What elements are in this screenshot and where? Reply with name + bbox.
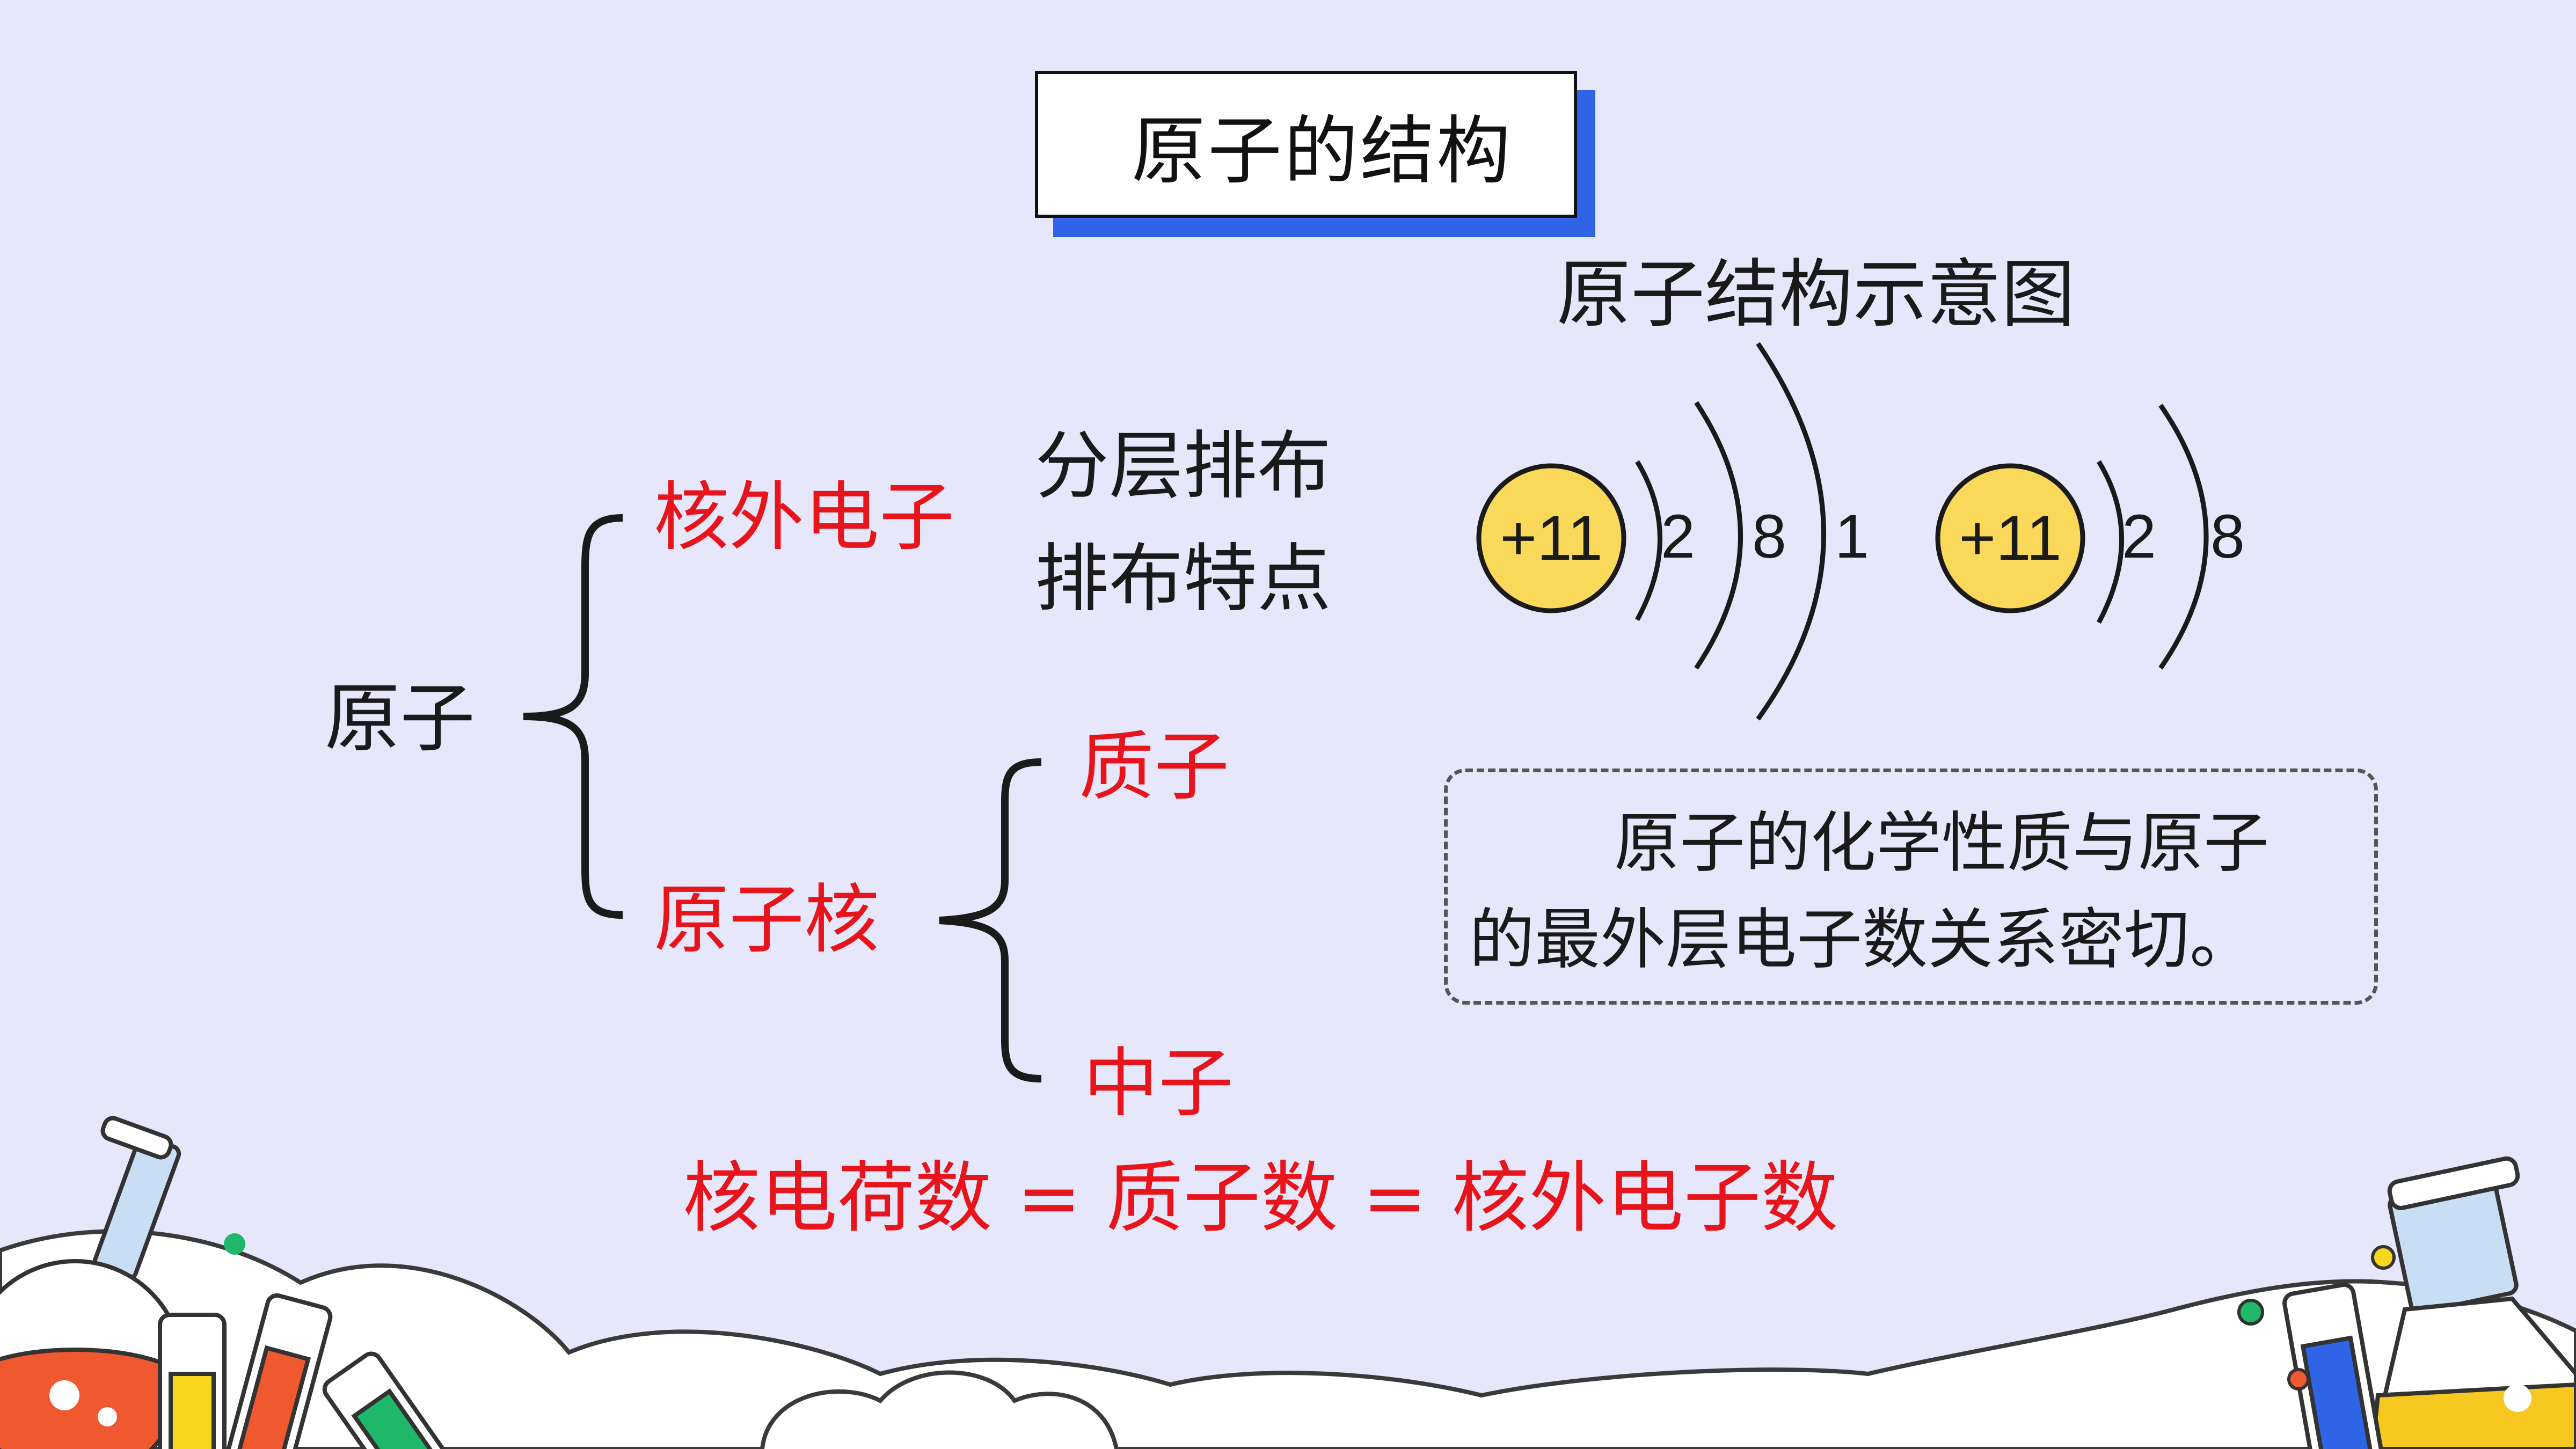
shell-arc-1-2	[1694, 401, 1743, 670]
decor-cloud-band	[0, 1229, 2576, 1449]
shell-count-1-1: 2	[1661, 502, 1695, 571]
charge-equation: 核电荷数 = 质子数 = 核外电子数	[683, 1153, 1838, 1243]
shell-arc-1-3	[1756, 342, 1826, 721]
tree-root-label: 原子	[325, 675, 476, 763]
shell-arc-2-2	[2158, 404, 2209, 670]
note-box: 原子的化学性质与原子 的最外层电子数关系密切。	[1444, 769, 2378, 1005]
shell-arc-1-1	[1635, 460, 1662, 621]
nucleus-charge-2: +11	[1959, 503, 2061, 574]
page-title: 原子的结构	[1131, 108, 1513, 194]
decor-test-tubes-left	[158, 1293, 453, 1449]
electron-item-feature: 排布特点	[1035, 536, 1332, 622]
shell-count-2-1: 2	[2122, 502, 2156, 571]
brace-root	[523, 514, 623, 919]
note-line-2: 的最外层电子数关系密切。	[1469, 902, 2255, 978]
nucleus-item-proton: 质子	[1079, 723, 1230, 811]
title-box: 原子的结构	[1035, 71, 1577, 218]
nucleus-charge-1: +11	[1500, 503, 1602, 574]
nucleus-item-neutron: 中子	[1083, 1040, 1234, 1128]
shell-arc-2-1	[2097, 460, 2124, 624]
decor-dot-green-right	[2237, 1299, 2264, 1326]
shell-count-1-2: 8	[1752, 502, 1786, 571]
decor-dot-red-right	[2287, 1368, 2310, 1391]
diagram-title: 原子结构示意图	[1557, 251, 2076, 338]
decor-dot-yellow-right	[2371, 1245, 2396, 1270]
branch-nucleus-label: 原子核	[654, 876, 880, 964]
branch-electron-label: 核外电子	[654, 474, 955, 561]
nucleus-circle-2	[1935, 463, 2085, 613]
electron-item-layering: 分层排布	[1035, 423, 1332, 509]
decor-flask-right	[2370, 1156, 2576, 1449]
shell-count-1-3: 1	[1835, 502, 1869, 571]
nucleus-circle-1	[1476, 463, 1626, 613]
shell-count-2-2: 8	[2210, 502, 2245, 571]
decor-dot-green-left	[224, 1233, 245, 1255]
decor-flask-left	[0, 1116, 185, 1449]
decor-cloud-bumps	[760, 1370, 1119, 1449]
brace-nucleus	[939, 758, 1042, 1082]
note-line-1: 原子的化学性质与原子	[1614, 805, 2269, 881]
